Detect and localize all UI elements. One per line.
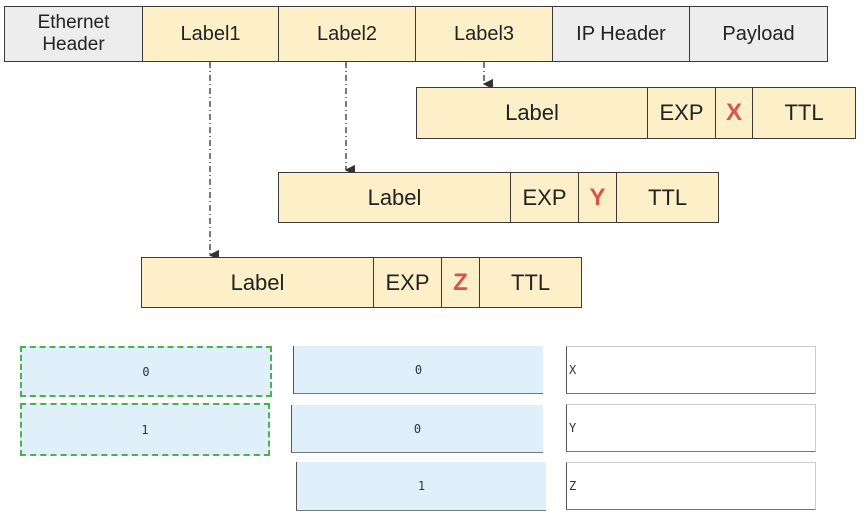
entry2-bottom-of-stack-bit: Y	[578, 172, 617, 223]
entry3-label-field: Label	[141, 257, 374, 308]
answer-col3-cell-1[interactable]: Y	[566, 404, 816, 452]
answer-col1-cell-1[interactable]: 1	[20, 403, 270, 456]
ip-header-cell: IP Header	[552, 6, 690, 62]
answer-col3-cell-2[interactable]: Z	[566, 462, 816, 510]
entry2-label-field: Label	[278, 172, 511, 223]
entry2-exp-field: EXP	[510, 172, 579, 223]
entry3-bottom-of-stack-bit: Z	[441, 257, 480, 308]
entry1-bottom-of-stack-bit: X	[715, 87, 753, 139]
payload-cell: Payload	[689, 6, 828, 62]
answer-col2-cell-2[interactable]: 1	[296, 462, 546, 511]
label3-cell: Label3	[415, 6, 553, 62]
answer-col3-cell-0[interactable]: X	[566, 346, 816, 394]
entry1-exp-field: EXP	[647, 87, 716, 139]
label2-cell: Label2	[278, 6, 416, 62]
ethernet-header-cell: Ethernet Header	[4, 6, 143, 62]
entry1-label-field: Label	[416, 87, 648, 139]
entry2-ttl-field: TTL	[616, 172, 719, 223]
answer-col2-cell-1[interactable]: 0	[291, 405, 543, 453]
answer-col2-cell-0[interactable]: 0	[293, 346, 543, 394]
entry3-exp-field: EXP	[373, 257, 442, 308]
entry1-ttl-field: TTL	[752, 87, 856, 139]
entry3-ttl-field: TTL	[479, 257, 582, 308]
answer-col1-cell-0[interactable]: 0	[20, 346, 272, 397]
